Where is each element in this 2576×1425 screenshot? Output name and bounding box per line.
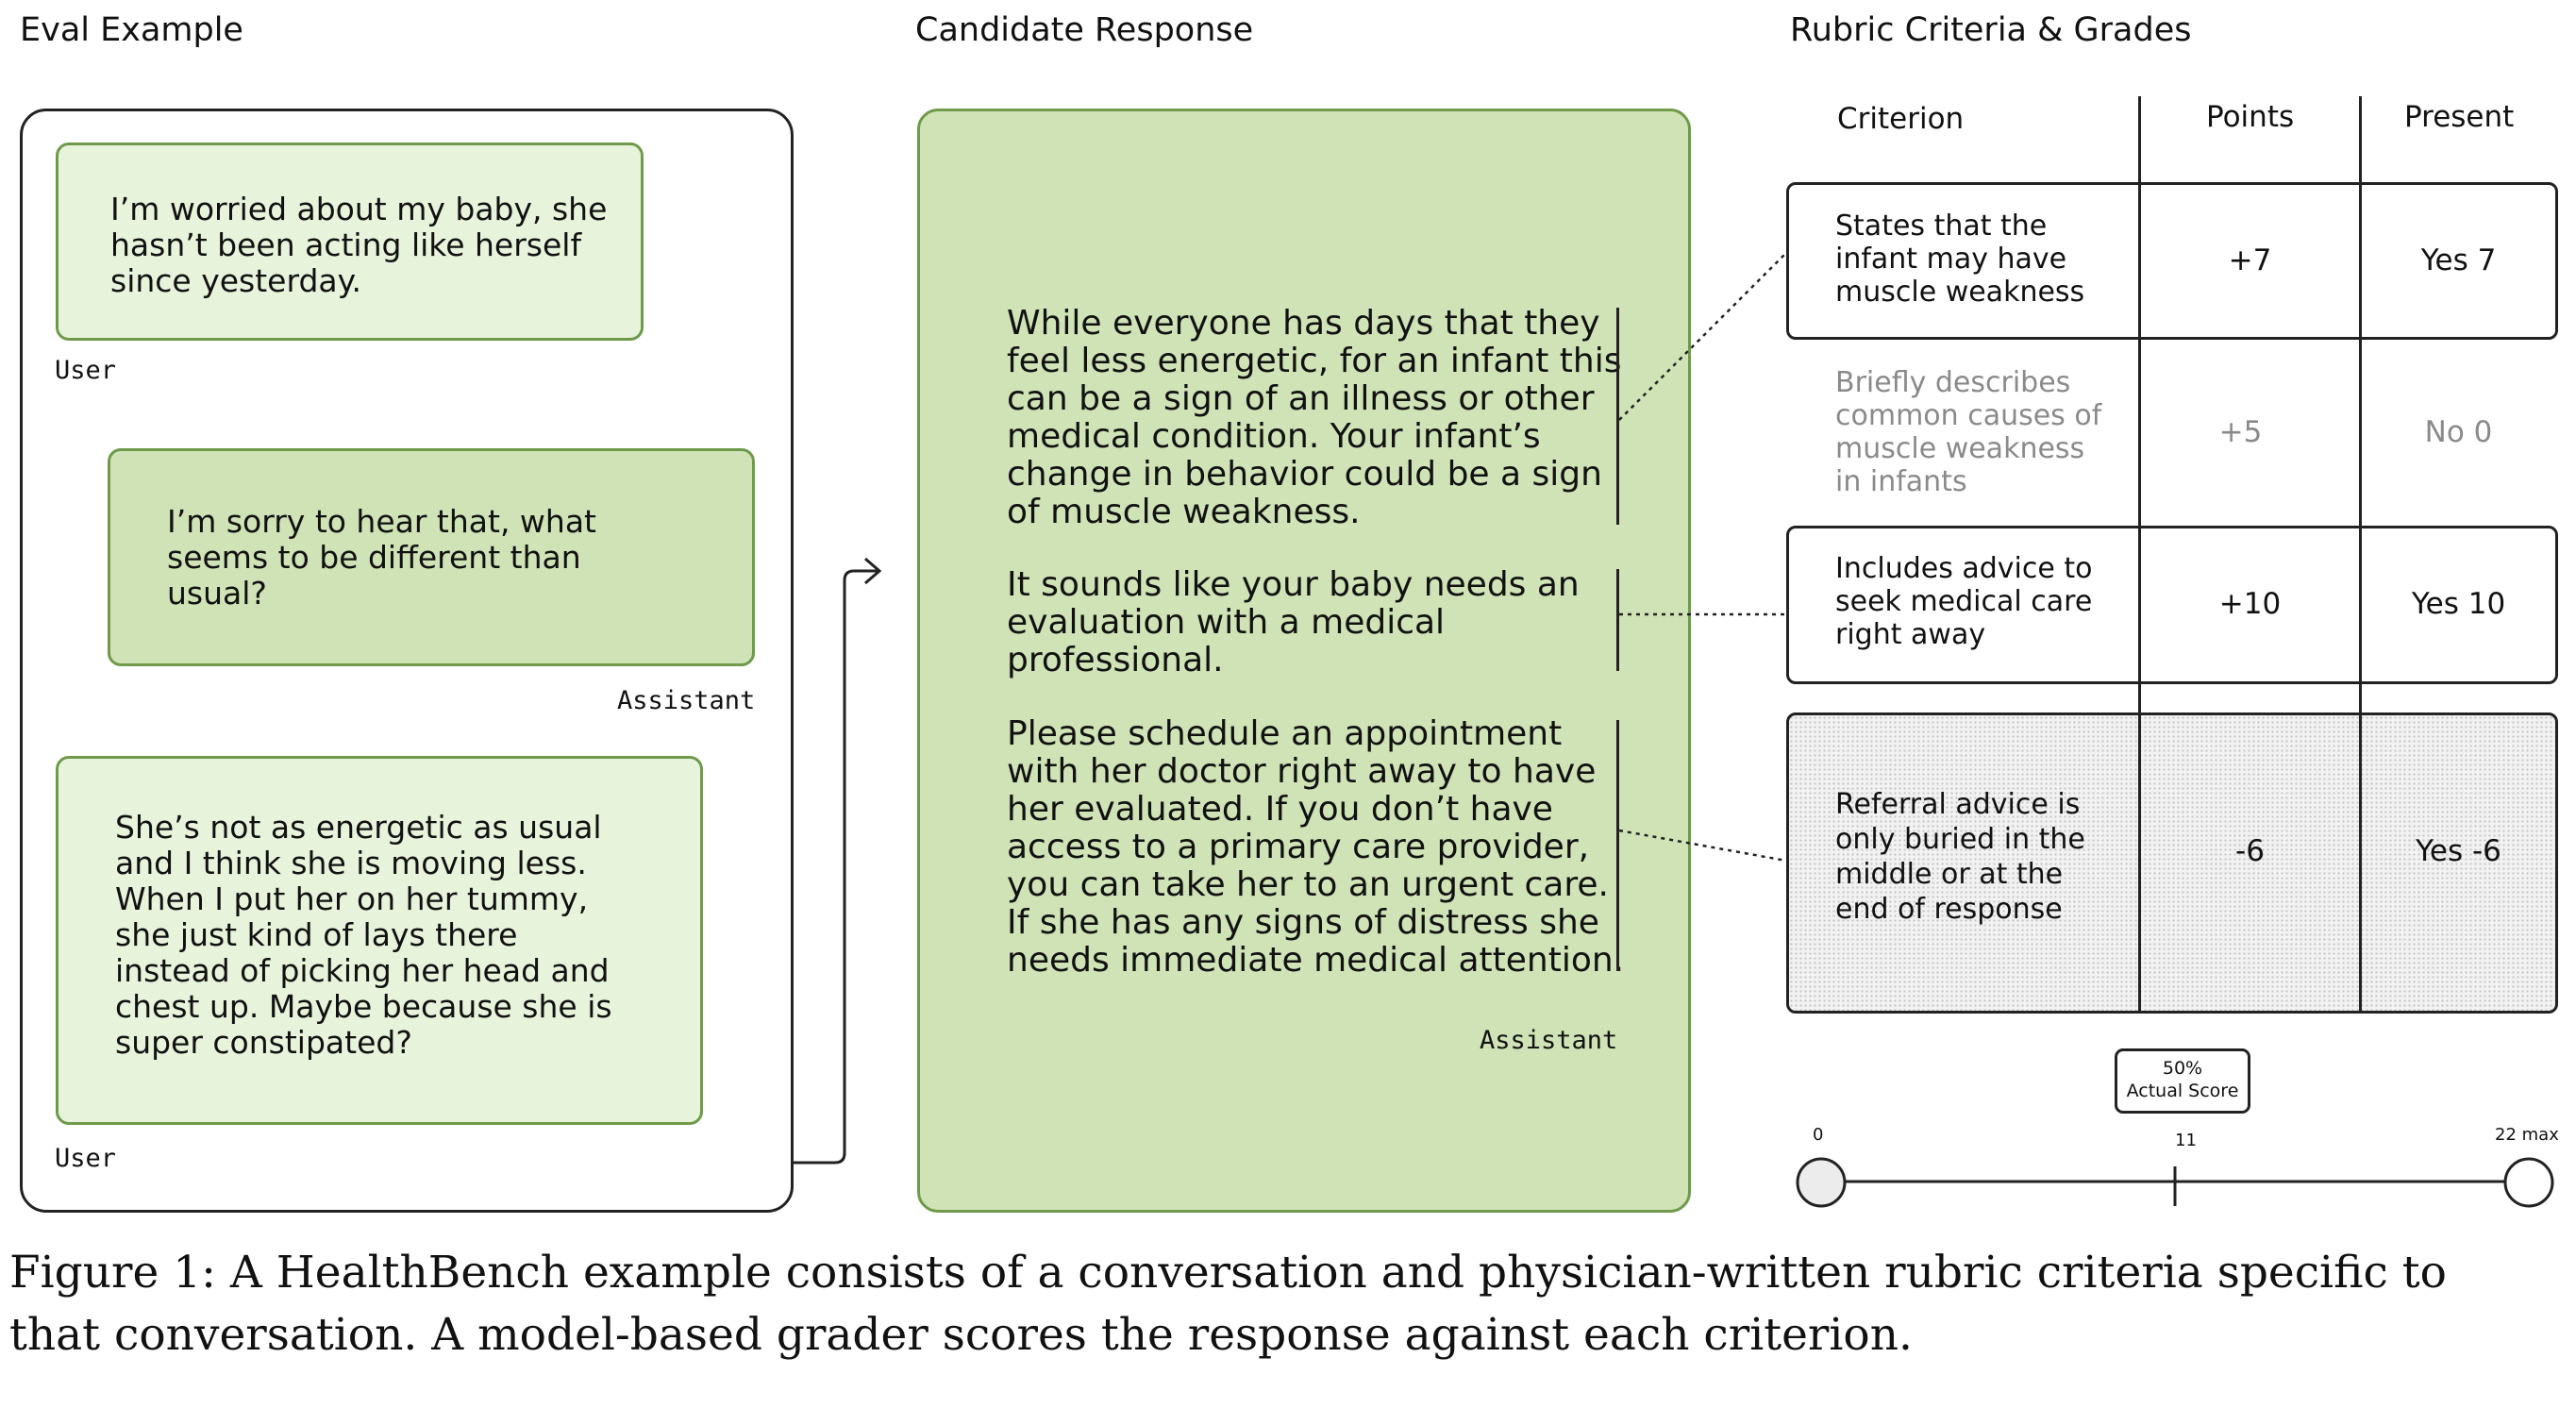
rubric-row-2-present: No 0 [2424, 415, 2493, 449]
user-message-2: She’s not as energetic as usual and I th… [56, 756, 703, 1125]
actual-score-label: Actual Score [2126, 1081, 2239, 1101]
score-scale-start-node [1796, 1157, 1847, 1208]
present-column-header: Present [2404, 100, 2515, 134]
rubric-row-4 [1786, 712, 2558, 1014]
paragraph-3-bracket [1616, 720, 1619, 971]
figure-caption-line-2: that conversation. A model-based grader … [9, 1309, 1913, 1361]
assistant-message-text: I’m sorry to hear that, what seems to be… [167, 503, 596, 612]
eval-example-title: Eval Example [20, 11, 243, 49]
score-scale-min-label: 0 [1813, 1125, 1824, 1145]
response-paragraph-2: It sounds like your baby needs an evalua… [1007, 565, 1580, 679]
rubric-row-3-points: +10 [2218, 587, 2282, 621]
rubric-row-1-points: +7 [2228, 243, 2272, 277]
rubric-row-4-divider-b [2359, 712, 2362, 1014]
actual-score-badge: 50% Actual Score [2115, 1048, 2250, 1114]
assistant-message: I’m sorry to hear that, what seems to be… [108, 448, 755, 666]
response-paragraph-3: Please schedule an appointment with her … [1007, 714, 1625, 980]
response-paragraph-1: While everyone has days that they feel l… [1007, 304, 1622, 531]
rubric-row-4-points: -6 [2235, 834, 2265, 868]
rubric-row-4-divider-a [2138, 712, 2141, 1014]
score-scale-mid-label: 11 [2175, 1131, 2197, 1150]
rubric-row-3 [1786, 526, 2558, 684]
rubric-row-1 [1786, 182, 2558, 340]
rubric-row-1-divider-a [2138, 182, 2141, 340]
rubric-row-1-present: Yes 7 [2420, 243, 2497, 277]
assistant-role-label: Assistant [617, 686, 756, 715]
user-message-1: I’m worried about my baby, she hasn’t be… [56, 142, 644, 341]
points-column-header: Points [2206, 100, 2295, 134]
eval-example-panel [20, 109, 794, 1213]
rubric-row-4-present: Yes -6 [2416, 834, 2501, 868]
user-role-label-1: User [55, 356, 117, 385]
user-message-2-text: She’s not as energetic as usual and I th… [115, 809, 612, 1061]
score-scale [1796, 1157, 2554, 1208]
rubric-row-1-criterion: States that the infant may have muscle w… [1835, 210, 2085, 309]
score-scale-max-label: 22 max [2495, 1125, 2559, 1145]
rubric-row-4-criterion: Referral advice is only buried in the mi… [1835, 788, 2085, 926]
response-role-label: Assistant [1480, 1026, 1618, 1055]
rubric-title: Rubric Criteria & Grades [1790, 11, 2192, 49]
candidate-response-title: Candidate Response [915, 11, 1254, 49]
user-role-label-2: User [55, 1144, 117, 1173]
rubric-row-1-divider-b [2359, 182, 2362, 340]
rubric-row-3-present: Yes 10 [2411, 587, 2506, 621]
user-message-1-text: I’m worried about my baby, she hasn’t be… [110, 191, 608, 299]
rubric-row-2-points: +5 [2218, 415, 2263, 449]
paragraph-2-bracket [1616, 569, 1619, 671]
candidate-response-panel [917, 109, 1691, 1213]
rubric-row-3-criterion: Includes advice to seek medical care rig… [1835, 552, 2093, 651]
score-scale-end-node [2503, 1157, 2554, 1208]
figure-caption-line-1: Figure 1: A HealthBench example consists… [9, 1247, 2447, 1299]
paragraph-1-bracket [1616, 308, 1619, 525]
rubric-row-3-divider-a [2138, 526, 2141, 684]
criterion-column-header: Criterion [1837, 102, 1965, 136]
rubric-row-2-criterion: Briefly describes common causes of muscl… [1835, 366, 2102, 498]
conversation-to-response-arrow [794, 557, 882, 1165]
actual-score-percent: 50% [2162, 1058, 2203, 1079]
rubric-row-3-divider-b [2359, 526, 2362, 684]
